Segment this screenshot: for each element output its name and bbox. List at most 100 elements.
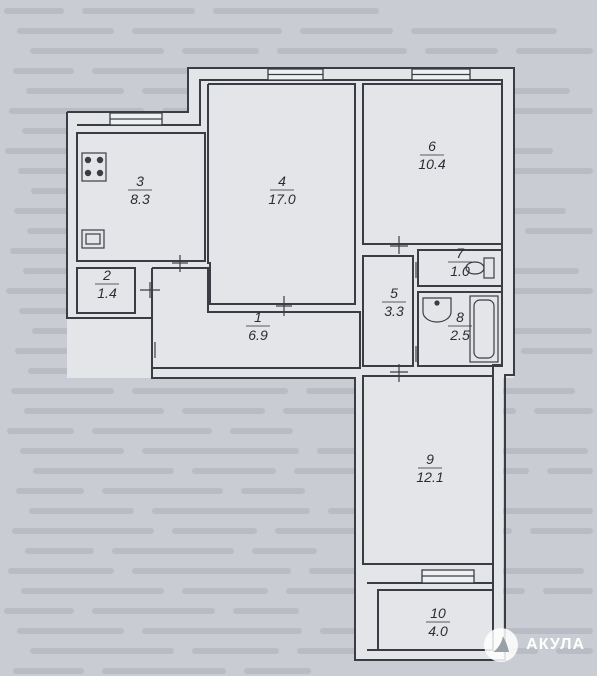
room-number: 2 <box>102 267 111 283</box>
background-text-line <box>132 28 282 34</box>
background-text-line <box>102 488 223 494</box>
background-text-line <box>182 588 268 594</box>
background-text-line <box>142 448 299 454</box>
room-label-4: 417.0 <box>268 173 295 207</box>
room-label-10: 104.0 <box>426 605 450 639</box>
room-area: 10.4 <box>418 156 445 172</box>
background-text-line <box>300 28 393 34</box>
background-text-line <box>25 548 94 554</box>
room-area: 2.5 <box>449 327 470 343</box>
background-text-line <box>275 528 413 534</box>
room-area: 8.3 <box>130 191 150 207</box>
background-text-line <box>152 508 310 514</box>
room-number: 9 <box>426 451 434 467</box>
window-room-4 <box>267 68 324 81</box>
background-text-line <box>7 428 74 434</box>
room-area: 4.0 <box>428 623 448 639</box>
room-label-9: 912.1 <box>416 451 443 485</box>
background-text-line <box>17 28 114 34</box>
background-text-line <box>132 388 288 394</box>
room-number: 1 <box>254 309 262 325</box>
window-kitchen <box>109 112 163 126</box>
room-number: 6 <box>428 138 436 154</box>
room-label-6: 610.4 <box>418 138 445 172</box>
background-text-line <box>172 528 257 534</box>
background-text-line <box>112 548 234 554</box>
room-number: 8 <box>456 309 464 325</box>
background-text-line <box>547 468 593 474</box>
background-text-line <box>30 648 174 654</box>
door-marks <box>140 236 417 382</box>
shark-fin-icon <box>484 628 519 662</box>
background-text-line <box>82 8 195 14</box>
background-text-line <box>14 208 114 214</box>
brand-name: АКУЛА <box>526 636 585 653</box>
room-area: 1.4 <box>97 285 117 301</box>
room-number: 5 <box>390 285 398 301</box>
background-text-line <box>429 568 584 574</box>
window-room-6 <box>411 68 471 81</box>
room-area: 12.1 <box>416 469 443 485</box>
room-label-2: 21.4 <box>95 267 119 301</box>
background-text-line <box>435 448 588 454</box>
background-text-line <box>102 668 226 674</box>
room-label-3: 38.3 <box>128 173 152 207</box>
background-text-line <box>230 428 293 434</box>
room-area: 17.0 <box>268 191 295 207</box>
room-number: 10 <box>430 605 446 621</box>
background-text-line <box>252 548 317 554</box>
background-text-line <box>213 8 379 14</box>
background-text-line <box>28 368 94 374</box>
background-text-line <box>499 108 593 114</box>
fixtures <box>81 152 499 363</box>
background-text-line <box>11 388 114 394</box>
room-area: 6.9 <box>248 327 268 343</box>
background-text-line <box>10 248 74 254</box>
background-text-line <box>543 588 593 594</box>
background-text-line <box>556 648 593 654</box>
room-number: 3 <box>136 173 144 189</box>
background-text-line <box>233 608 299 614</box>
background-text-line <box>521 348 593 354</box>
background-text-line <box>13 668 84 674</box>
background-text-line <box>512 168 593 174</box>
background-text-line <box>525 228 593 234</box>
background-text-line <box>33 468 174 474</box>
background-text-line <box>447 508 593 514</box>
background-text-line <box>516 48 593 54</box>
background-text-line <box>142 628 302 634</box>
background-text-line <box>92 428 212 434</box>
room-label-5: 53.3 <box>382 285 406 319</box>
background-text-line <box>441 328 592 334</box>
room-number: 4 <box>278 173 286 189</box>
room-label-1: 16.9 <box>246 309 270 343</box>
background-text-line <box>132 568 291 574</box>
background-text-line <box>241 488 305 494</box>
background-text-line <box>31 188 94 194</box>
background-text-line <box>182 408 265 414</box>
background-text-line <box>192 468 276 474</box>
background-text-line <box>16 488 84 494</box>
background-text-line <box>29 508 134 514</box>
background-text-line <box>92 608 215 614</box>
background-text-line <box>17 628 124 634</box>
background-text-line <box>4 8 64 14</box>
toilet-icon <box>465 257 495 279</box>
background-text-line <box>182 48 259 54</box>
windows <box>109 68 475 584</box>
background-text-line <box>19 308 84 314</box>
background-text-line <box>534 408 593 414</box>
background-text-line <box>283 408 419 414</box>
background-text-line <box>508 288 593 294</box>
room-number: 7 <box>456 245 465 261</box>
background-text-line <box>244 668 311 674</box>
background-text-line <box>8 568 114 574</box>
room-label-7: 71.0 <box>448 245 472 279</box>
background-text-line <box>4 608 74 614</box>
background-text-line <box>24 408 164 414</box>
bathtub-icon <box>469 295 499 363</box>
floor-fill <box>67 68 514 660</box>
background-text-line <box>22 128 84 134</box>
watermark: АКУЛА <box>484 628 585 662</box>
